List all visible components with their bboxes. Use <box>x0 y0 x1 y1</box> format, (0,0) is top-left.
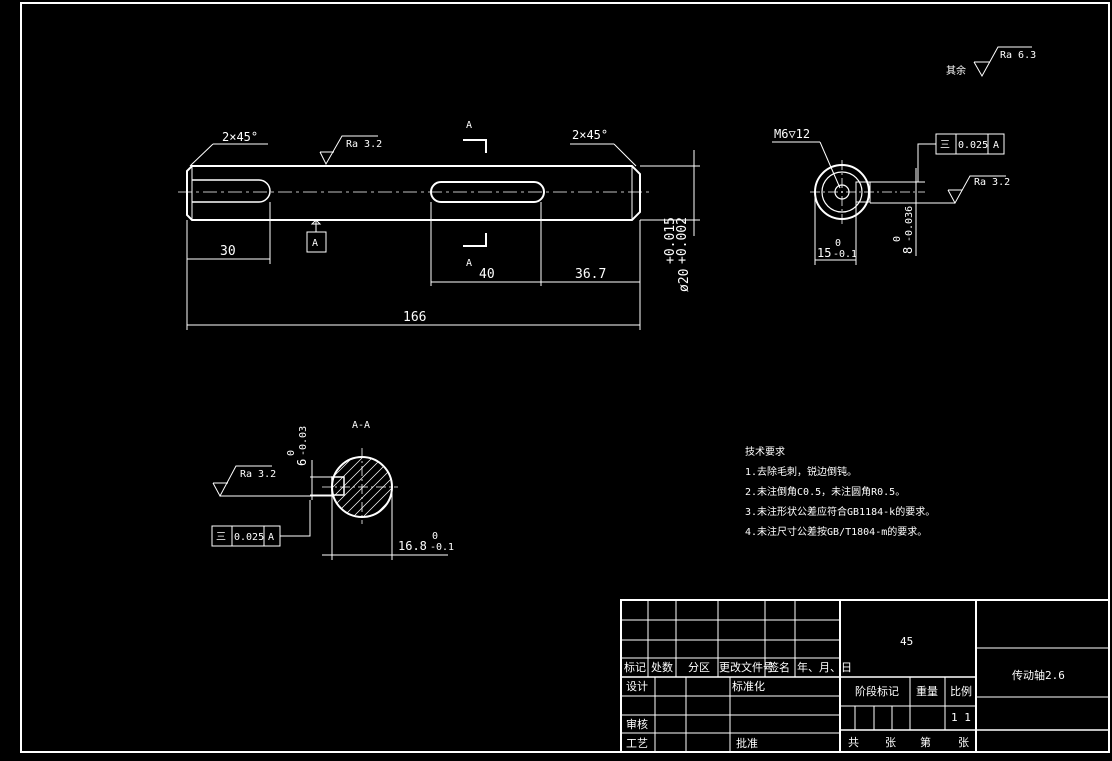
header-signature: 签名 <box>768 660 790 674</box>
drawing-frame <box>20 2 1110 753</box>
end-view-tolerance-value: 0.025 <box>958 140 988 151</box>
shaft-main-view: 2×45° 2×45° Ra 3.2 A A A <box>178 120 650 269</box>
dim-8-lower: -0.036 <box>904 206 915 242</box>
chamfer-right-label: 2×45° <box>572 128 608 142</box>
end-view: M6▽12 三 0.025 A Ra 3.2 15 0 -0.1 8 0 -0.… <box>772 127 1010 265</box>
dim-diameter-label: ø20 <box>677 269 692 292</box>
dim-36-7-label: 36.7 <box>575 267 606 282</box>
total-label: 共 <box>848 736 859 749</box>
note-item-1: 1.去除毛刺，锐边倒钝。 <box>745 465 857 478</box>
header-date: 年、月、日 <box>797 660 852 674</box>
dim-40-label: 40 <box>479 267 495 282</box>
dim-8-upper: 0 <box>892 236 903 242</box>
dim-6-label: 6 <box>295 459 309 466</box>
row-process: 工艺 <box>626 737 648 750</box>
part-name-label: 传动轴2.6 <box>1012 668 1065 682</box>
row-approve: 批准 <box>736 736 758 750</box>
dim-16-8-label: 16.8 <box>398 539 427 553</box>
section-tolerance-datum: A <box>268 532 274 543</box>
section-mark-bottom: A <box>466 258 472 269</box>
row-standardize: 标准化 <box>732 679 765 693</box>
note-item-4: 4.未注尺寸公差按GB/T1804-m的要求。 <box>745 525 927 538</box>
title-block: 标记 处数 分区 更改文件号 签名 年、月、日 设计 标准化 审核 工艺 批准 … <box>620 599 1110 753</box>
dim-6-lower: -0.03 <box>298 426 309 456</box>
dim-166-label: 166 <box>403 310 426 325</box>
end-view-tolerance-datum: A <box>993 140 999 151</box>
sheets2-label: 张 <box>958 736 969 749</box>
note-item-2: 2.未注倒角C0.5，未注圆角R0.5。 <box>745 485 905 498</box>
scale-label: 比例 <box>950 684 972 698</box>
dim-diameter-lower: +0.002 <box>675 217 690 264</box>
dim-16-8-lower: -0.1 <box>430 542 454 553</box>
weight-label: 重量 <box>916 684 938 698</box>
dim-15-label: 15 <box>817 246 831 260</box>
dim-8-label: 8 <box>901 247 915 254</box>
note-item-3: 3.未注形状公差应符合GB1184-k的要求。 <box>745 505 935 518</box>
section-title: A-A <box>352 420 370 431</box>
section-tolerance-symbol: 三 <box>216 532 226 543</box>
section-a-a: A-A Ra 3.2 6 0 -0.03 <box>211 420 454 560</box>
section-tolerance-value: 0.025 <box>234 532 264 543</box>
material-label: 45 <box>900 635 913 648</box>
header-change-doc: 更改文件号 <box>719 660 774 674</box>
chamfer-left-label: 2×45° <box>222 130 258 144</box>
dim-15-upper: 0 <box>835 238 841 249</box>
dim-30-label: 30 <box>220 244 236 259</box>
datum-a-label: A <box>312 238 318 249</box>
end-view-tolerance-symbol: 三 <box>940 140 950 151</box>
stage-mark-label: 阶段标记 <box>855 684 899 698</box>
general-roughness-value: Ra 6.3 <box>1000 50 1036 61</box>
general-roughness: 其余 Ra 6.3 <box>946 46 1036 78</box>
section-mark-top: A <box>466 120 472 131</box>
dim-diameter-upper: +0.015 <box>663 217 678 264</box>
end-view-roughness-label: Ra 3.2 <box>974 177 1010 188</box>
header-zone: 分区 <box>688 661 710 674</box>
row-design: 设计 <box>626 680 648 693</box>
general-roughness-label: 其余 <box>946 64 966 77</box>
section-roughness-label: Ra 3.2 <box>240 469 276 480</box>
row-review: 审核 <box>626 717 648 731</box>
header-count: 处数 <box>651 661 673 674</box>
dim-15-lower: -0.1 <box>833 249 857 260</box>
header-mark: 标记 <box>624 660 646 674</box>
scale-value: 1 1 <box>951 711 971 724</box>
notes-title: 技术要求 <box>745 445 785 458</box>
sheet-no-label: 第 <box>920 735 931 749</box>
technical-notes: 技术要求 1.去除毛刺，锐边倒钝。 2.未注倒角C0.5，未注圆角R0.5。 3… <box>745 445 935 538</box>
thread-label: M6▽12 <box>774 127 810 141</box>
sheets-label: 张 <box>885 736 896 749</box>
dim-16-8-upper: 0 <box>432 531 438 542</box>
shaft-dimensions: 30 40 36.7 166 ø20 +0.015 +0.002 <box>186 150 700 330</box>
dim-6-upper: 0 <box>286 450 297 456</box>
shaft-roughness-label: Ra 3.2 <box>346 139 382 150</box>
